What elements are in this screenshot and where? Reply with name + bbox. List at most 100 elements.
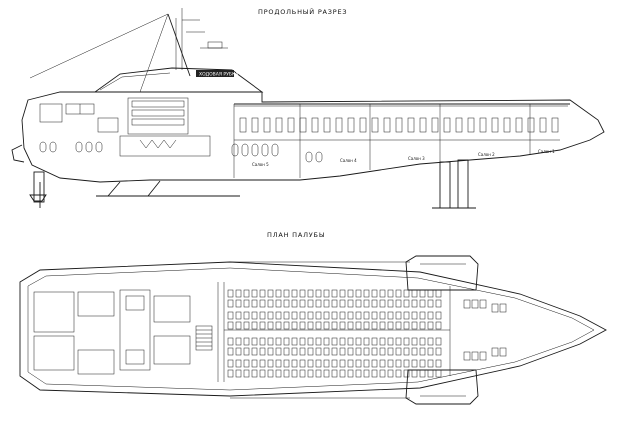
deck-seat <box>355 369 362 378</box>
deck-seat <box>307 347 314 356</box>
deck-seat <box>331 289 338 298</box>
deck-seat <box>339 347 346 356</box>
deck-seat <box>427 369 434 378</box>
deck-seat <box>315 369 322 378</box>
deck-seat <box>267 369 274 378</box>
deck-seat <box>379 311 386 320</box>
deck-seat <box>403 299 410 308</box>
deck-seat <box>371 321 378 330</box>
deck-seat <box>323 347 330 356</box>
salon-4-label: Салон 4 <box>340 158 357 163</box>
deck-seat <box>331 347 338 356</box>
deck-seat <box>411 369 418 378</box>
side-seat <box>383 117 391 133</box>
deck-seat <box>379 369 386 378</box>
deck-seat <box>427 311 434 320</box>
deck-seat <box>299 347 306 356</box>
deck-seat <box>419 321 426 330</box>
deck-seat <box>403 347 410 356</box>
deck-seat <box>291 321 298 330</box>
deck-plan <box>19 255 607 405</box>
deck-seat <box>323 321 330 330</box>
deck-seat <box>307 289 314 298</box>
deck-seat <box>299 359 306 368</box>
deck-seat <box>315 337 322 346</box>
deck-seat <box>251 369 258 378</box>
deck-seat <box>387 347 394 356</box>
deck-seat <box>251 299 258 308</box>
deck-seat <box>331 359 338 368</box>
salon-3-label: Салон 3 <box>408 156 425 161</box>
deck-seat <box>395 311 402 320</box>
deck-seat <box>243 321 250 330</box>
deck-seat <box>411 321 418 330</box>
side-seat <box>275 117 283 133</box>
deck-seat <box>323 289 330 298</box>
deck-seat <box>235 347 242 356</box>
deck-seat <box>251 359 258 368</box>
deck-seat <box>323 369 330 378</box>
deck-seat <box>339 337 346 346</box>
deck-seat <box>267 347 274 356</box>
deck-seat <box>259 369 266 378</box>
deck-seat <box>387 321 394 330</box>
deck-seat <box>339 299 346 308</box>
deck-seat <box>419 299 426 308</box>
deck-seat <box>435 321 442 330</box>
deck-seat <box>331 321 338 330</box>
deck-seat <box>291 311 298 320</box>
deck-seat <box>387 337 394 346</box>
deck-seat <box>315 321 322 330</box>
deck-seat <box>323 337 330 346</box>
deck-seat <box>323 311 330 320</box>
deck-seat <box>323 359 330 368</box>
deck-seat <box>227 299 234 308</box>
deck-seat <box>403 359 410 368</box>
deck-seat <box>291 289 298 298</box>
deck-seat <box>371 359 378 368</box>
deck-seat <box>435 347 442 356</box>
deck-seat <box>395 347 402 356</box>
side-seat <box>539 117 547 133</box>
deck-seat <box>235 289 242 298</box>
deck-seat <box>371 311 378 320</box>
deck-seat <box>235 321 242 330</box>
deck-seat <box>347 347 354 356</box>
deck-seat <box>315 347 322 356</box>
deck-seat <box>227 321 234 330</box>
deck-seat <box>387 289 394 298</box>
deck-seat <box>419 311 426 320</box>
deck-seat <box>275 299 282 308</box>
deck-seat <box>355 299 362 308</box>
deck-seat <box>395 299 402 308</box>
deck-seat <box>419 369 426 378</box>
deck-seat <box>435 299 442 308</box>
deck-seat <box>339 289 346 298</box>
portholes <box>39 141 323 163</box>
deck-seat <box>299 311 306 320</box>
deck-seat <box>259 359 266 368</box>
side-seat <box>443 117 451 133</box>
deck-seat <box>387 311 394 320</box>
deck-seat <box>379 347 386 356</box>
deck-seat <box>251 337 258 346</box>
deck-seat <box>419 359 426 368</box>
deck-seat <box>243 299 250 308</box>
deck-seat <box>227 311 234 320</box>
deck-seat <box>259 299 266 308</box>
deck-seat <box>419 337 426 346</box>
deck-seat <box>283 347 290 356</box>
deck-seat <box>331 311 338 320</box>
deck-seat <box>275 311 282 320</box>
deck-seat <box>427 289 434 298</box>
deck-seat <box>339 369 346 378</box>
deck-seat <box>235 311 242 320</box>
deck-seat <box>259 337 266 346</box>
deck-seat <box>227 289 234 298</box>
side-seat <box>311 117 319 133</box>
deck-seat <box>363 359 370 368</box>
deck-seat <box>283 289 290 298</box>
deck-seat <box>395 369 402 378</box>
deck-seat <box>363 299 370 308</box>
side-seat <box>335 117 343 133</box>
